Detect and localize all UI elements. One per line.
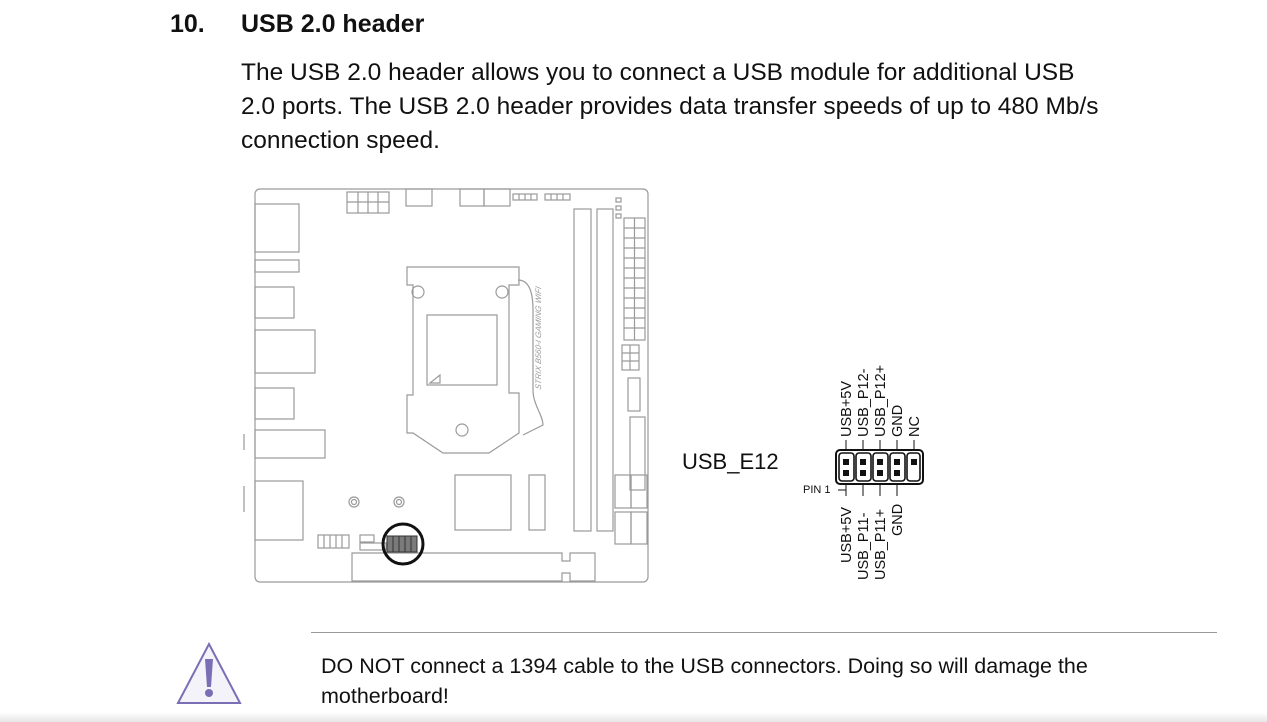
io-port — [254, 203, 300, 253]
warning-text: DO NOT connect a 1394 cable to the USB c… — [321, 651, 1088, 711]
dimm-slot — [573, 208, 592, 532]
fan-header — [405, 188, 433, 207]
description-line: The USB 2.0 header allows you to connect… — [241, 59, 1075, 86]
pin-label-top: NC — [907, 416, 923, 437]
sata-port — [630, 511, 648, 545]
pin-label-bottom: GND — [890, 504, 906, 536]
io-port — [254, 286, 295, 319]
pin-label-top: USB+5V — [839, 381, 855, 437]
board-outline — [254, 188, 649, 583]
io-port — [254, 329, 316, 374]
pin-label-top: USB_P12+ — [873, 365, 889, 437]
pin-label-top: USB_P12- — [856, 368, 872, 437]
description-line: connection speed. — [241, 127, 440, 154]
pin-label-bottom: USB_P11- — [856, 512, 872, 580]
section-number: 10. — [170, 10, 205, 38]
warning-line: DO NOT connect a 1394 cable to the USB c… — [321, 654, 1088, 678]
pcie-slot — [351, 552, 596, 582]
pin1-label: PIN 1 — [803, 484, 831, 496]
sata-port — [614, 474, 632, 509]
pin-label-bottom: USB+5V — [839, 507, 855, 563]
cpu-socket — [406, 266, 520, 454]
sata-port — [630, 474, 648, 509]
chipset — [454, 474, 512, 531]
m2-slot — [528, 474, 546, 531]
io-port — [254, 429, 326, 459]
header-name: USB_E12 — [682, 449, 779, 474]
section-description: The USB 2.0 header allows you to connect… — [241, 56, 1171, 158]
warning-triangle-icon — [176, 641, 242, 704]
io-port — [254, 480, 304, 541]
io-port — [254, 387, 295, 420]
warning-line: motherboard! — [321, 684, 449, 708]
section-title: USB 2.0 header — [241, 10, 425, 38]
page-edge — [0, 712, 1267, 722]
usb-header-highlight — [381, 522, 425, 566]
board-model-label: STRIX B560-I GAMING WIFI — [534, 285, 543, 391]
warning-divider — [311, 632, 1217, 633]
description-line: 2.0 ports. The USB 2.0 header provides d… — [241, 93, 1099, 120]
pin-label-top: GND — [890, 405, 906, 437]
io-port — [254, 259, 300, 273]
sata-port — [614, 511, 632, 545]
sata-connector — [627, 377, 641, 412]
usb-pin-diagram: USB_E12 PIN 1 USB+5V USB_P12- USB_P12+ G… — [682, 365, 924, 580]
pin-label-bottom: USB_P11+ — [873, 509, 889, 580]
fan-header — [459, 188, 485, 207]
dimm-slot — [596, 208, 614, 532]
fan-header — [483, 188, 511, 207]
